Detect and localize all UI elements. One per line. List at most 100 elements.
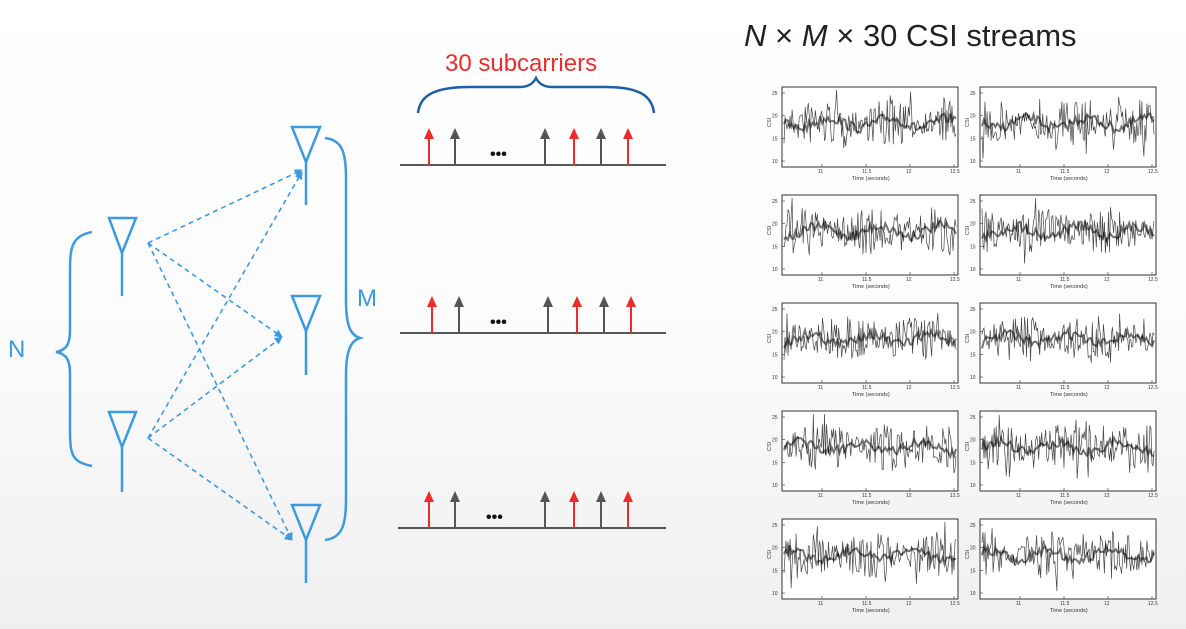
y-tick-label: 15 [970, 244, 976, 250]
subcarrier-ellipsis-2: ••• [490, 314, 507, 331]
y-tick-label: 20 [772, 114, 778, 120]
x-tick-label: 11 [818, 385, 823, 391]
m-brace [324, 136, 365, 542]
x-tick-label: 11.5 [1060, 493, 1070, 499]
y-tick-label: 20 [772, 222, 778, 228]
link-tx2-rx1 [147, 171, 303, 439]
x-tick-label: 12 [1104, 169, 1110, 175]
y-tick-label: 10 [772, 375, 778, 381]
csi-signal-trace [981, 96, 1155, 159]
n-label: N [8, 336, 25, 363]
y-tick-label: 10 [970, 159, 976, 165]
y-tick-label: 15 [970, 136, 976, 142]
n-brace [55, 230, 93, 468]
x-axis-label: Time (seconds) [852, 500, 890, 506]
y-tick-label: 25 [772, 307, 778, 313]
link-tx2-rx2 [147, 336, 283, 439]
x-tick-label: 12 [906, 169, 912, 175]
csi-signal-trace [783, 89, 957, 149]
y-tick-label: 15 [772, 352, 778, 358]
subcarrier-arrow-gray [543, 296, 553, 333]
csi-signal-mean [783, 218, 957, 243]
y-axis-label: CSI [767, 225, 773, 235]
csi-signal-mean [981, 325, 1155, 350]
link-tx1-rx2 [147, 242, 283, 338]
subcarrier-arrow-red [427, 296, 437, 333]
x-tick-label: 12 [906, 601, 912, 607]
csi-signal-trace [981, 313, 1155, 363]
csi-signal-trace [981, 414, 1155, 479]
y-axis-label: CSI [965, 549, 971, 559]
x-axis-label: Time (seconds) [852, 608, 890, 614]
m-label: M [357, 285, 377, 312]
y-tick-label: 15 [772, 568, 778, 574]
subcarrier-arrow-red [424, 128, 434, 165]
subcarrier-arrow-red [626, 296, 636, 333]
y-axis-label: CSI [965, 225, 971, 235]
y-tick-label: 10 [772, 159, 778, 165]
rx-antenna-2 [290, 294, 322, 375]
y-tick-label: 10 [772, 591, 778, 597]
link-tx1-rx3 [147, 242, 293, 541]
subcarriers-brace [416, 75, 656, 114]
y-tick-label: 20 [772, 330, 778, 336]
x-tick-label: 11.5 [862, 277, 872, 283]
link-tx1-rx1 [147, 169, 303, 244]
y-tick-label: 20 [772, 546, 778, 552]
x-tick-label: 11.5 [1060, 277, 1070, 283]
csi-signal-mean [981, 110, 1155, 135]
x-tick-label: 11.5 [1060, 601, 1070, 607]
subcarrier-row-3: ••• [398, 491, 666, 529]
csi-signal-mean [981, 218, 1155, 244]
y-tick-label: 25 [772, 523, 778, 529]
y-tick-label: 15 [970, 568, 976, 574]
link-tx2-rx3 [147, 437, 293, 541]
csi-signal-mean [783, 112, 957, 135]
x-tick-label: 11 [818, 277, 823, 283]
y-tick-label: 25 [970, 91, 976, 97]
x-axis-label: Time (seconds) [1050, 608, 1088, 614]
x-axis-label: Time (seconds) [852, 392, 890, 398]
subcarrier-arrow-gray [540, 491, 550, 528]
x-tick-label: 12.5 [1148, 169, 1158, 175]
y-tick-label: 25 [970, 307, 976, 313]
y-tick-label: 15 [772, 136, 778, 142]
subcarrier-arrow-gray [450, 491, 460, 528]
y-tick-label: 10 [970, 375, 976, 381]
x-tick-label: 11 [1016, 169, 1021, 175]
y-tick-label: 20 [970, 114, 976, 120]
y-tick-label: 15 [970, 460, 976, 466]
x-axis-label: Time (seconds) [1050, 176, 1088, 182]
x-tick-label: 11.5 [1060, 169, 1070, 175]
subcarrier-arrows-row-3 [424, 491, 633, 528]
x-tick-label: 11 [1016, 601, 1021, 607]
y-tick-label: 20 [970, 330, 976, 336]
x-tick-label: 11.5 [1060, 385, 1070, 391]
subcarrier-arrow-gray [596, 491, 606, 528]
subcarrier-arrow-gray [450, 128, 460, 165]
y-axis-label: CSI [965, 333, 971, 343]
x-tick-label: 12 [1104, 385, 1110, 391]
y-tick-label: 10 [772, 267, 778, 273]
subcarrier-ellipsis-3: ••• [486, 509, 503, 526]
x-tick-label: 11 [818, 493, 823, 499]
x-tick-label: 12.5 [1148, 277, 1158, 283]
y-tick-label: 10 [970, 591, 976, 597]
x-tick-label: 12.5 [950, 277, 960, 283]
y-tick-label: 10 [772, 483, 778, 489]
csi-signal-mean [981, 435, 1155, 460]
x-tick-label: 11 [818, 601, 823, 607]
subcarrier-arrow-red [623, 128, 633, 165]
rx-antenna-3 [290, 503, 322, 583]
x-tick-label: 12 [1104, 277, 1110, 283]
x-tick-label: 12.5 [950, 493, 960, 499]
csi-signal-trace [981, 528, 1155, 592]
x-tick-label: 12 [906, 493, 912, 499]
y-tick-label: 20 [970, 222, 976, 228]
csi-signal-trace [783, 197, 957, 256]
subcarrier-row-2: ••• [400, 296, 666, 334]
y-tick-label: 10 [970, 267, 976, 273]
